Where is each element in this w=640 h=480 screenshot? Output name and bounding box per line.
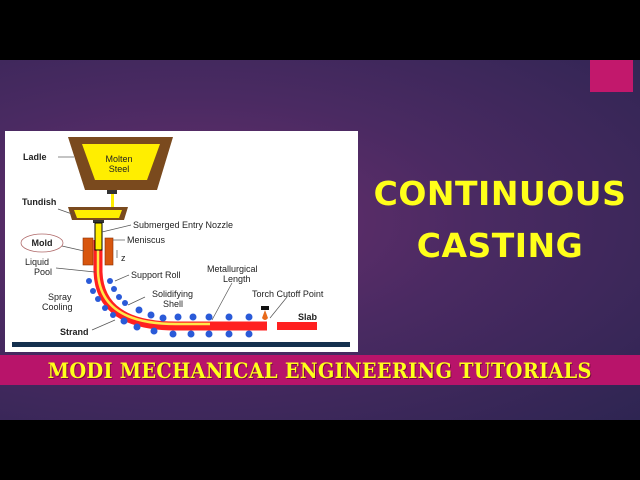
torch	[261, 306, 269, 310]
title-line-2: CASTING	[416, 226, 584, 265]
label-nozzle: Submerged Entry Nozzle	[133, 220, 233, 230]
ladle-nozzle	[107, 190, 117, 194]
corner-accent-square	[590, 60, 633, 92]
mold-left	[82, 237, 94, 266]
tundish-outlet	[93, 220, 104, 223]
label-tundish: Tundish	[22, 197, 56, 207]
torch-flame	[262, 310, 268, 320]
label-slab: Slab	[298, 312, 318, 322]
diagram-svg: Ladle Molten Steel Tundish Submerged Ent…	[12, 137, 350, 347]
entry-nozzle	[94, 222, 103, 251]
label-support-roll: Support Roll	[131, 270, 181, 280]
label-metallurgical: Metallurgical	[207, 264, 258, 274]
label-cooling: Cooling	[42, 302, 73, 312]
support-rolls	[86, 278, 253, 338]
liquid-core	[96, 245, 210, 326]
leader-lines	[55, 156, 288, 331]
label-steel: Steel	[109, 164, 130, 174]
label-mold: Mold	[32, 238, 53, 248]
continuous-casting-diagram: Ladle Molten Steel Tundish Submerged Ent…	[5, 131, 358, 352]
molten-steel	[82, 144, 160, 180]
slab	[277, 322, 317, 330]
mold-highlight-ellipse	[20, 233, 64, 253]
channel-banner: MODI MECHANICAL ENGINEERING TUTORIALS	[0, 355, 640, 385]
label-ladle: Ladle	[23, 152, 47, 162]
label-solidifying: Solidifying	[152, 289, 193, 299]
label-torch: Torch Cutoff Point	[252, 289, 324, 299]
label-molten: Molten	[105, 154, 132, 164]
label-meniscus: Meniscus	[127, 235, 166, 245]
steel-stream	[111, 194, 114, 210]
title-line-1: CONTINUOUS	[373, 174, 627, 213]
label-length: Length	[223, 274, 251, 284]
mold-right	[104, 237, 114, 266]
slide-title: CONTINUOUS CASTING	[360, 168, 640, 272]
tundish-steel	[74, 210, 122, 218]
label-pool: Pool	[34, 267, 52, 277]
label-liquid: Liquid	[25, 257, 49, 267]
banner-text: MODI MECHANICAL ENGINEERING TUTORIALS	[47, 357, 593, 383]
label-shell: Shell	[163, 299, 183, 309]
slide: Ladle Molten Steel Tundish Submerged Ent…	[0, 60, 640, 420]
label-spray: Spray	[48, 292, 72, 302]
label-strand: Strand	[60, 327, 89, 337]
floor-bar	[12, 342, 350, 347]
label-z: z	[121, 253, 126, 263]
